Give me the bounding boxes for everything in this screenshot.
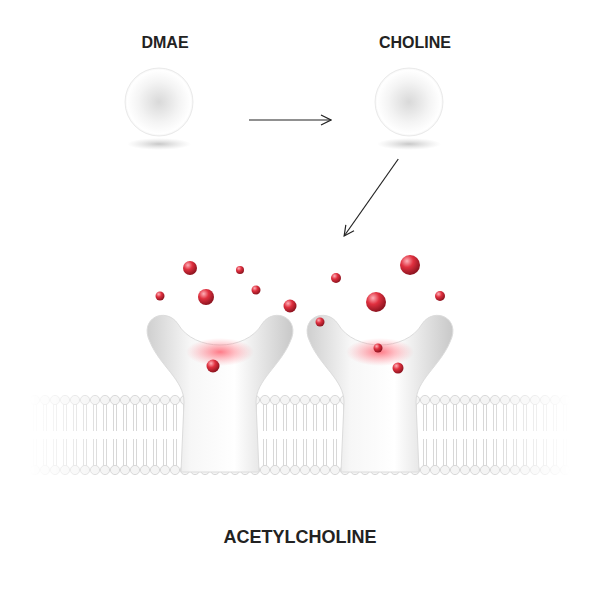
flow-arrow xyxy=(344,159,398,236)
node-label: CHOLINE xyxy=(339,30,491,52)
molecule-node: CHOLINE xyxy=(339,30,491,155)
flow-arrow xyxy=(249,119,331,120)
sphere-shape xyxy=(89,62,229,154)
receptor-node: ACETYLCHOLINE xyxy=(24,240,576,560)
sphere-shape xyxy=(339,62,479,154)
node-label: ACETYLCHOLINE xyxy=(24,527,576,548)
node-label: DMAE xyxy=(89,30,241,52)
molecule-node: DMAE xyxy=(89,30,241,155)
